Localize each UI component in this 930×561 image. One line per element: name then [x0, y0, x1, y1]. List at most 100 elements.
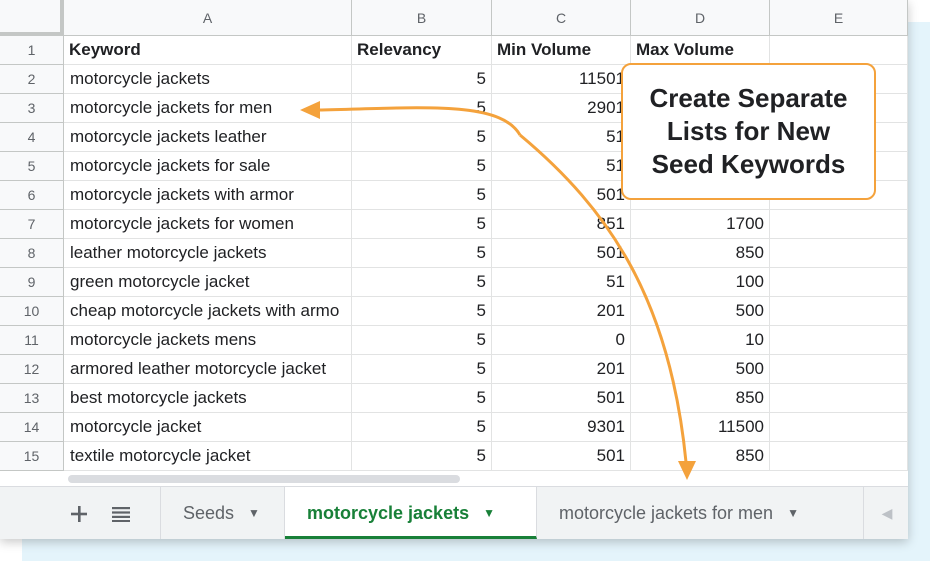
arrow-to-row-3	[317, 106, 522, 136]
relevancy-cell[interactable]: 5	[352, 210, 492, 239]
row-header-8[interactable]: 8	[0, 239, 64, 268]
column-header-b[interactable]: B	[352, 0, 492, 36]
header-cell-relevancy[interactable]: Relevancy	[352, 36, 492, 65]
callout-box: Create Separate Lists for New Seed Keywo…	[621, 63, 876, 200]
row-header-3[interactable]: 3	[0, 94, 64, 123]
empty-cell[interactable]	[770, 210, 908, 239]
keyword-cell[interactable]: cheap motorcycle jackets with armo	[64, 297, 352, 326]
callout-line-1: Create Separate	[649, 83, 848, 113]
empty-cell[interactable]	[770, 181, 908, 210]
tab-label: motorcycle jackets for men	[559, 503, 774, 523]
keyword-cell[interactable]: motorcycle jackets mens	[64, 326, 352, 355]
keyword-cell[interactable]: motorcycle jackets with armor	[64, 181, 352, 210]
relevancy-cell[interactable]: 5	[352, 355, 492, 384]
max-volume-cell[interactable]: 500	[631, 355, 770, 384]
max-volume-cell[interactable]: 850	[631, 442, 770, 471]
row-header-12[interactable]: 12	[0, 355, 64, 384]
relevancy-cell[interactable]: 5	[352, 65, 492, 94]
max-volume-cell[interactable]: 500	[631, 297, 770, 326]
keyword-cell[interactable]: motorcycle jackets for women	[64, 210, 352, 239]
empty-cell[interactable]	[770, 442, 908, 471]
keyword-cell[interactable]: armored leather motorcycle jacket	[64, 355, 352, 384]
relevancy-cell[interactable]: 5	[352, 181, 492, 210]
header-cell-keyword[interactable]: Keyword	[64, 36, 352, 65]
row-header-7[interactable]: 7	[0, 210, 64, 239]
chevron-down-icon[interactable]: ▼	[248, 506, 260, 520]
max-volume-cell[interactable]: 100	[631, 268, 770, 297]
keyword-cell[interactable]: leather motorcycle jackets	[64, 239, 352, 268]
keyword-cell[interactable]: textile motorcycle jacket	[64, 442, 352, 471]
tab-label: Seeds	[183, 503, 235, 523]
row-header-14[interactable]: 14	[0, 413, 64, 442]
column-header-d[interactable]: D	[631, 0, 770, 36]
min-volume-cell[interactable]: 501	[492, 442, 631, 471]
tab-seeds[interactable]: Seeds ▼	[161, 487, 285, 539]
row-header-5[interactable]: 5	[0, 152, 64, 181]
relevancy-cell[interactable]: 5	[352, 268, 492, 297]
row-header-6[interactable]: 6	[0, 181, 64, 210]
relevancy-cell[interactable]: 5	[352, 239, 492, 268]
relevancy-cell[interactable]: 5	[352, 442, 492, 471]
empty-cell[interactable]	[770, 297, 908, 326]
scroll-left-icon[interactable]: ◀	[881, 505, 893, 521]
relevancy-cell[interactable]: 5	[352, 326, 492, 355]
relevancy-cell[interactable]: 5	[352, 297, 492, 326]
tab-label: motorcycle jackets	[307, 503, 470, 523]
all-sheets-icon[interactable]	[104, 487, 138, 539]
row-header-11[interactable]: 11	[0, 326, 64, 355]
column-header-c[interactable]: C	[492, 0, 631, 36]
column-header-a[interactable]: A	[64, 0, 352, 36]
min-volume-cell[interactable]: 9301	[492, 413, 631, 442]
arrowhead-left	[300, 101, 320, 119]
keyword-cell[interactable]: motorcycle jacket	[64, 413, 352, 442]
row-header-13[interactable]: 13	[0, 384, 64, 413]
max-volume-cell[interactable]: 10	[631, 326, 770, 355]
min-volume-cell[interactable]: 501	[492, 384, 631, 413]
empty-cell[interactable]	[770, 413, 908, 442]
keyword-cell[interactable]: motorcycle jackets for sale	[64, 152, 352, 181]
max-volume-cell[interactable]: 11500	[631, 413, 770, 442]
max-volume-cell[interactable]: 850	[631, 384, 770, 413]
row-header-1[interactable]: 1	[0, 36, 64, 65]
arrowhead-down	[678, 461, 696, 480]
max-volume-cell[interactable]: 850	[631, 239, 770, 268]
min-volume-cell[interactable]: 201	[492, 297, 631, 326]
scrollbar-thumb[interactable]	[68, 475, 460, 483]
empty-cell[interactable]	[770, 355, 908, 384]
keyword-cell[interactable]: motorcycle jackets leather	[64, 123, 352, 152]
keyword-cell[interactable]: green motorcycle jacket	[64, 268, 352, 297]
relevancy-cell[interactable]: 5	[352, 123, 492, 152]
min-volume-cell[interactable]: 201	[492, 355, 631, 384]
chevron-down-icon[interactable]: ▼	[787, 506, 799, 520]
tab-motorcycle-jackets[interactable]: motorcycle jackets ▼	[285, 487, 537, 539]
relevancy-cell[interactable]: 5	[352, 94, 492, 123]
row-header-10[interactable]: 10	[0, 297, 64, 326]
min-volume-cell[interactable]: 501	[492, 239, 631, 268]
select-all-corner[interactable]	[0, 0, 64, 36]
relevancy-cell[interactable]: 5	[352, 384, 492, 413]
empty-cell[interactable]	[770, 239, 908, 268]
column-header-e[interactable]: E	[770, 0, 908, 36]
chevron-down-icon[interactable]: ▼	[483, 506, 495, 520]
row-header-4[interactable]: 4	[0, 123, 64, 152]
keyword-cell[interactable]: motorcycle jackets	[64, 65, 352, 94]
keyword-cell[interactable]: best motorcycle jackets	[64, 384, 352, 413]
max-volume-cell[interactable]: 1700	[631, 210, 770, 239]
empty-cell[interactable]	[770, 326, 908, 355]
tab-motorcycle-jackets-for-men[interactable]: motorcycle jackets for men ▼	[537, 487, 864, 539]
min-volume-cell[interactable]: 51	[492, 268, 631, 297]
row-header-2[interactable]: 2	[0, 65, 64, 94]
empty-cell[interactable]	[770, 268, 908, 297]
min-volume-cell[interactable]: 851	[492, 210, 631, 239]
relevancy-cell[interactable]: 5	[352, 413, 492, 442]
horizontal-scrollbar[interactable]	[64, 472, 908, 486]
min-volume-cell[interactable]: 0	[492, 326, 631, 355]
empty-cell[interactable]	[770, 384, 908, 413]
header-cell-min-volume[interactable]: Min Volume	[492, 36, 631, 65]
row-header-15[interactable]: 15	[0, 442, 64, 471]
relevancy-cell[interactable]: 5	[352, 152, 492, 181]
row-header-9[interactable]: 9	[0, 268, 64, 297]
plus-icon[interactable]	[62, 487, 96, 539]
